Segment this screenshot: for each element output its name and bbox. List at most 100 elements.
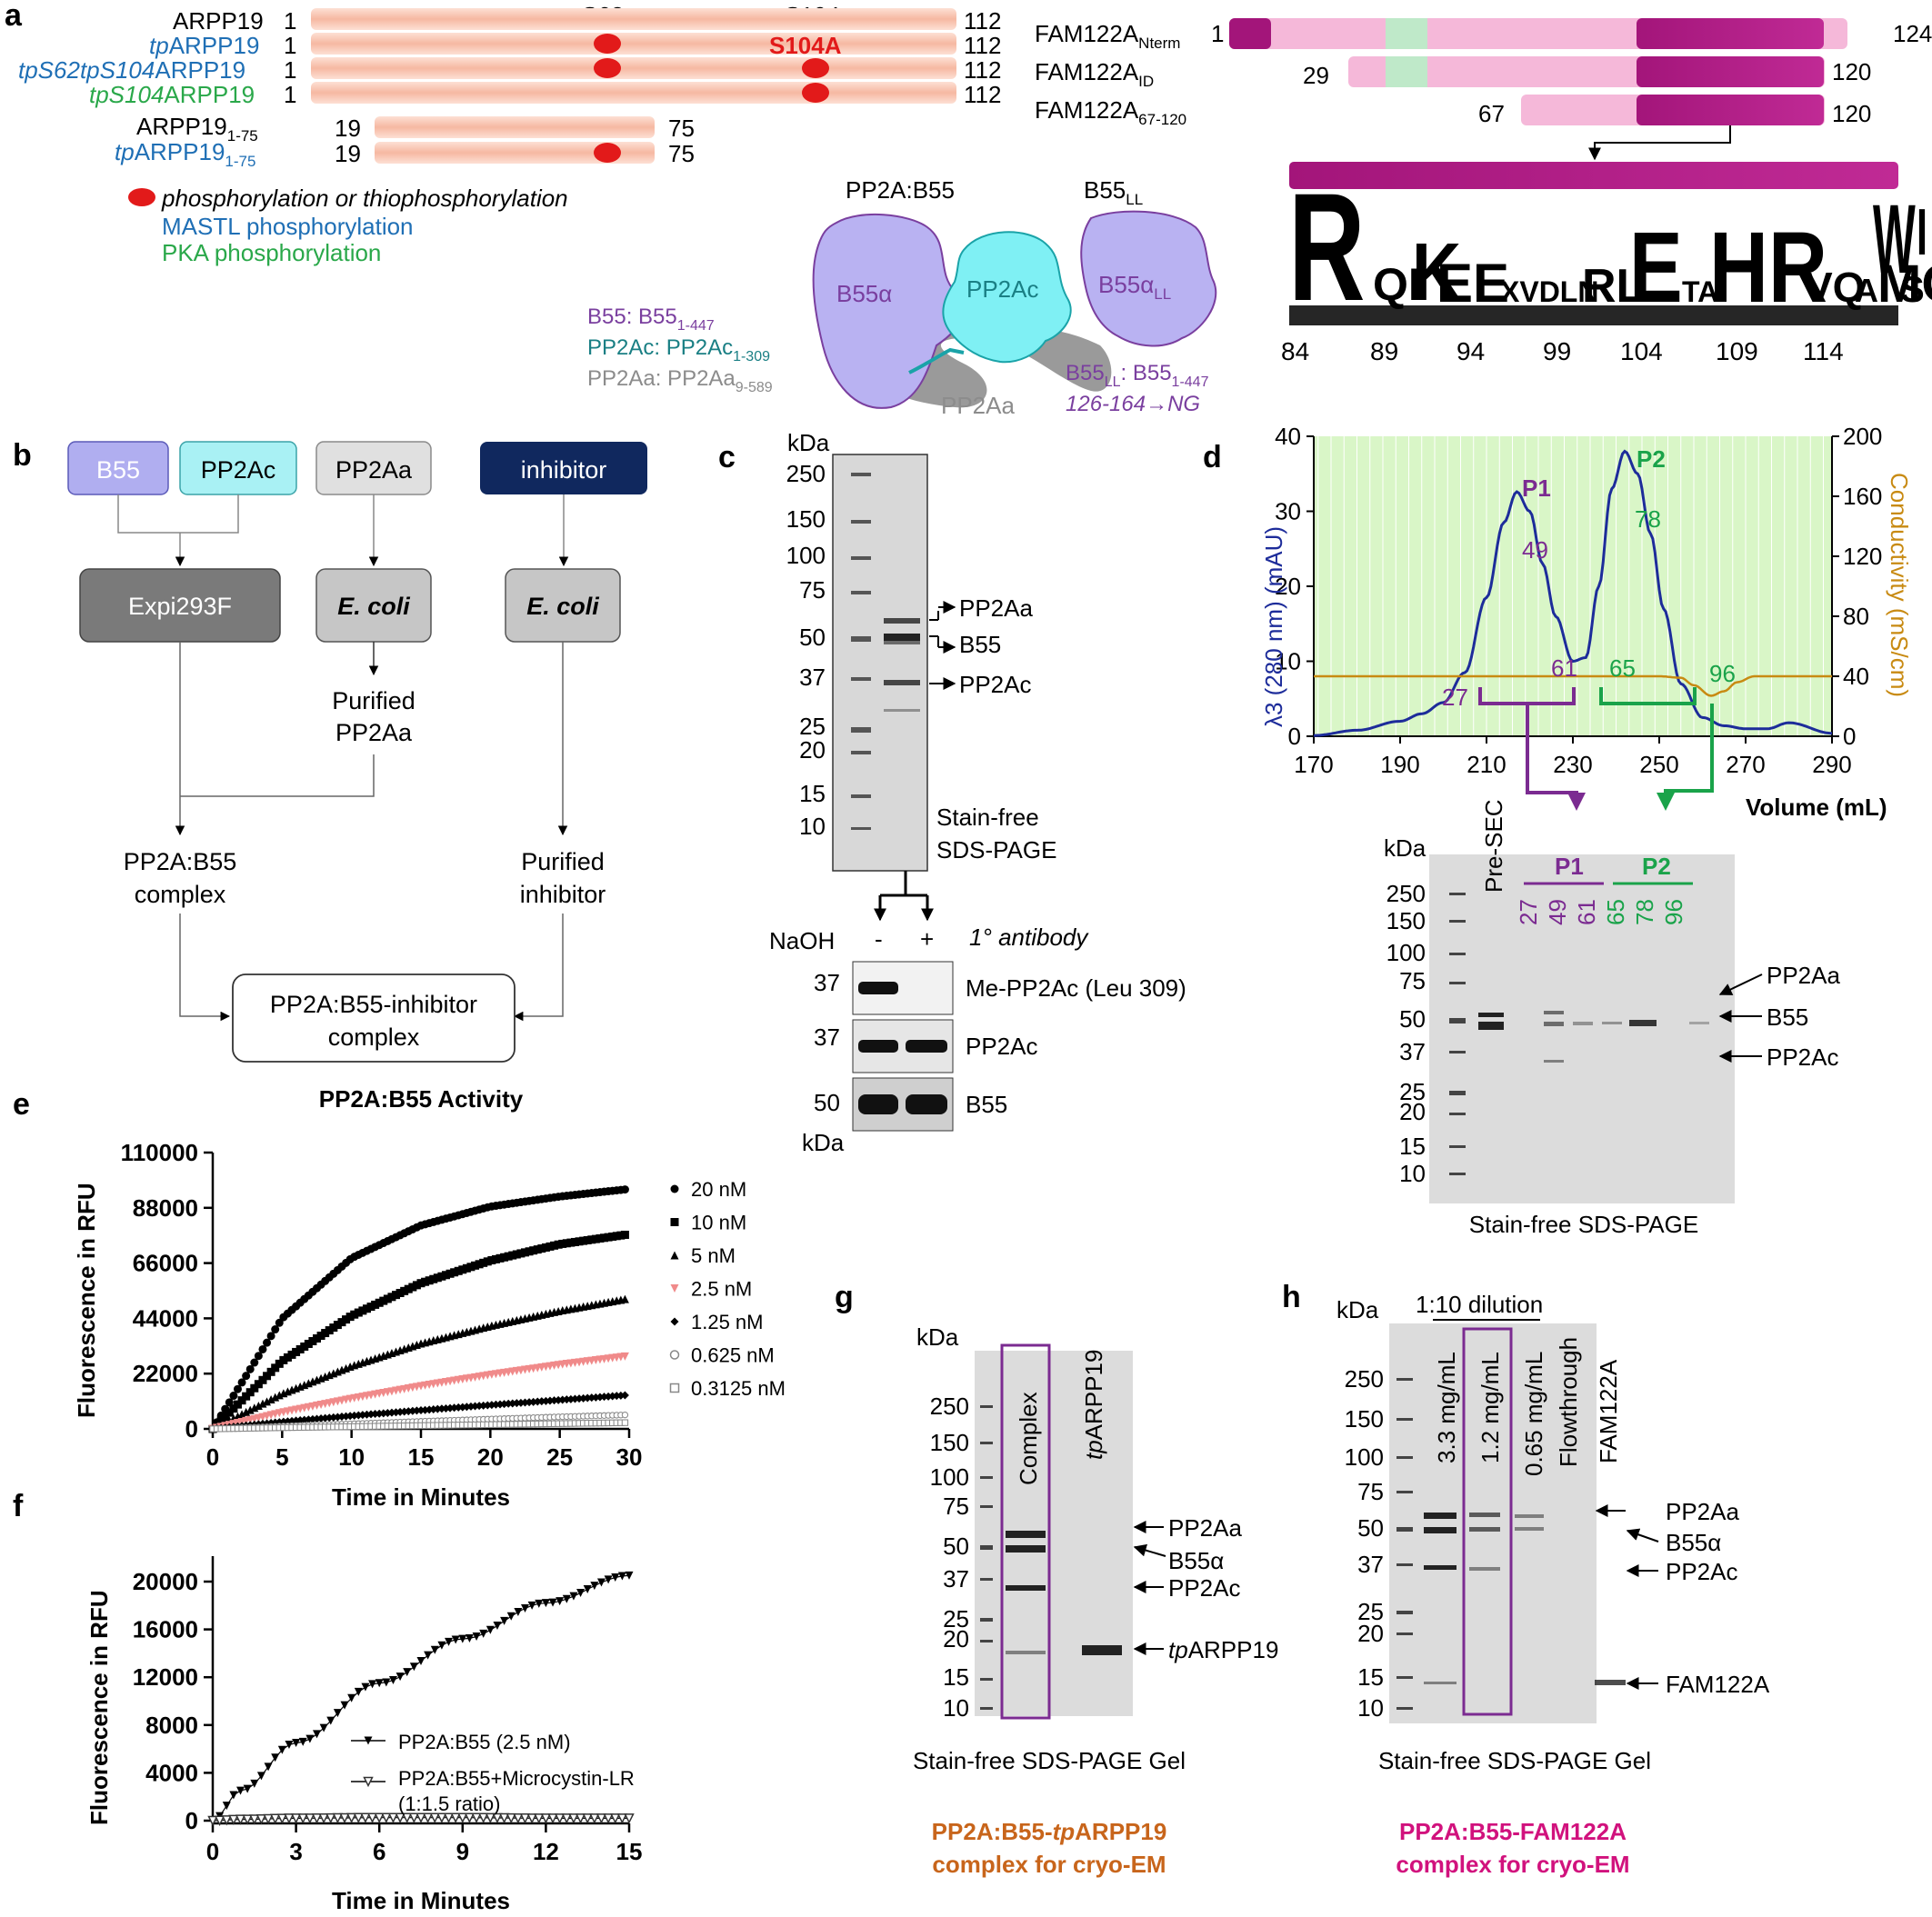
data-point (514, 1608, 523, 1617)
gel-sample-bands (1424, 1513, 1626, 1685)
data-point (471, 1812, 482, 1823)
data-point (534, 1813, 545, 1824)
data-point (379, 1296, 388, 1305)
data-point (285, 1741, 294, 1750)
data-point (437, 1272, 446, 1281)
def-b55: B55: B551-447 (587, 305, 715, 334)
data-point (263, 1397, 272, 1406)
band-pp2ac-label: PP2Ac (1168, 1574, 1241, 1602)
data-point (429, 1274, 438, 1283)
y-tick-label: 10 (1275, 648, 1301, 675)
x-tick-label: 0 (206, 1838, 219, 1865)
data-point (337, 1318, 346, 1327)
b55ll-shape (1080, 210, 1217, 347)
data-point (589, 1813, 600, 1824)
marker: 15 (799, 780, 826, 807)
data-point (333, 1709, 342, 1718)
data-point (421, 1277, 430, 1286)
data-point (297, 1813, 308, 1824)
y2-tick-label: 80 (1843, 603, 1869, 630)
data-point (451, 1635, 460, 1644)
complex-label-1: PP2A:B55 (124, 848, 237, 875)
data-point (353, 1812, 365, 1823)
b55a-shape (812, 214, 966, 409)
legend-marker (669, 1350, 680, 1360)
band-pp2aa-label: PP2Aa (1666, 1498, 1739, 1525)
wb-kda-label: kDa (802, 1129, 845, 1156)
data-point (616, 1231, 626, 1240)
data-point (329, 1323, 338, 1333)
peak-p1-fraction: 49 (1522, 536, 1548, 564)
box-ecoli-2-label: E. coli (526, 593, 599, 620)
data-point (245, 1405, 255, 1414)
lane-61: 61 (1573, 899, 1600, 925)
subunit-b55a-label: B55α (836, 280, 892, 307)
data-point (383, 1294, 392, 1303)
data-point (382, 1678, 391, 1687)
construct-start: 19 (335, 115, 361, 142)
chart-d-xlabel: Volume (mL) (1746, 794, 1887, 821)
data-point (381, 1812, 392, 1823)
legend-marker (670, 1317, 679, 1326)
data-point (479, 1629, 488, 1638)
data-point (541, 1599, 550, 1608)
data-point (562, 1594, 571, 1603)
construct-bar (311, 57, 956, 79)
data-point (249, 1814, 260, 1825)
band-b55a-label: B55α (1666, 1529, 1721, 1556)
band-arrow (1133, 1543, 1166, 1557)
wb-label: PP2Ac (966, 1033, 1038, 1060)
data-point (258, 1399, 267, 1408)
y-tick-label: 110000 (121, 1139, 198, 1166)
construct-start: 1 (284, 7, 296, 35)
data-point (603, 1813, 614, 1824)
logo-axis-ticks: 84 89 94 99 104 109 114 (1281, 337, 1844, 365)
data-point (207, 1815, 218, 1827)
svg-text:E: E (1629, 213, 1683, 324)
fam-bar-green (1386, 56, 1427, 87)
data-point (569, 1592, 578, 1601)
data-point (287, 1350, 296, 1359)
y-tick-label: 8000 (145, 1712, 198, 1739)
x-tick-label: 230 (1553, 751, 1592, 778)
marker: 75 (1399, 967, 1426, 994)
marker: 20 (1357, 1620, 1384, 1647)
cryoem-title-1: PP2A:B55-FAM122A (1399, 1818, 1627, 1845)
data-point (237, 1378, 246, 1387)
data-point (554, 1240, 563, 1249)
data-point (617, 1572, 626, 1581)
wb-split (878, 871, 929, 918)
data-point (408, 1283, 417, 1292)
data-point (225, 1398, 234, 1407)
data-point (610, 1813, 621, 1824)
data-point (245, 1388, 255, 1397)
x-tick-label: 5 (275, 1443, 288, 1471)
logo-tick: 99 (1543, 337, 1571, 365)
data-point (550, 1241, 559, 1250)
x-tick-label: 3 (289, 1838, 302, 1865)
band-fam-label: FAM122A (1666, 1671, 1770, 1698)
data-point (229, 1404, 238, 1413)
data-point (535, 1599, 544, 1608)
complex-lane-highlight (1000, 1343, 1051, 1720)
svg-text:R: R (1288, 161, 1365, 334)
y-tick-label: 4000 (145, 1759, 198, 1786)
logo-tick: 109 (1716, 337, 1758, 365)
data-point (243, 1784, 252, 1793)
data-point (264, 1762, 273, 1772)
data-point (491, 1254, 500, 1263)
y-tick-label: 0 (1288, 723, 1301, 750)
data-point (362, 1304, 371, 1313)
construct-bar (311, 82, 956, 104)
data-point (250, 1383, 259, 1393)
band-pp2aa-label: PP2Aa (1168, 1514, 1242, 1542)
gel-markers: 250 150 100 75 50 37 25 20 15 10 (1345, 1365, 1384, 1722)
band-pp2ac-label: PP2Ac (1767, 1043, 1839, 1071)
data-point (277, 1745, 286, 1754)
flow-line (179, 914, 231, 1022)
construct-bar (311, 33, 956, 55)
data-point (454, 1266, 463, 1275)
data-point (433, 1273, 442, 1283)
